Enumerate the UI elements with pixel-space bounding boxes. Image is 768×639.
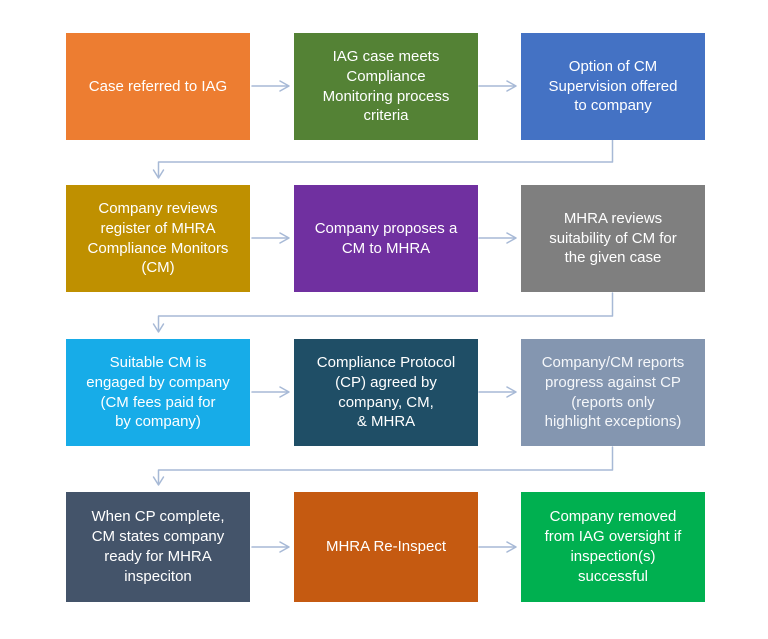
flow-node-company-removed-oversight: Company removed from IAG oversight if in… bbox=[521, 492, 705, 602]
flow-node-mhra-re-inspect: MHRA Re-Inspect bbox=[294, 492, 478, 602]
arrowhead-n10-n11 bbox=[279, 541, 290, 553]
arrowhead-n2-n3 bbox=[506, 80, 517, 92]
connector-n6-n7 bbox=[157, 292, 614, 332]
arrowhead-n1-n2 bbox=[279, 80, 290, 92]
arrowhead-n6-n7 bbox=[152, 323, 165, 333]
arrowhead-n3-n4 bbox=[152, 169, 165, 179]
arrowhead-n4-n5 bbox=[279, 232, 290, 244]
connector-n3-n4 bbox=[157, 139, 614, 178]
flow-node-mhra-reviews-suitability: MHRA reviews suitability of CM for the g… bbox=[521, 185, 705, 292]
arrowhead-n5-n6 bbox=[506, 232, 517, 244]
flow-node-iag-case-meets-criteria: IAG case meets Compliance Monitoring pro… bbox=[294, 33, 478, 140]
flow-node-case-referred-to-iag: Case referred to IAG bbox=[66, 33, 250, 140]
flow-node-company-reviews-register: Company reviews register of MHRA Complia… bbox=[66, 185, 250, 292]
flow-node-company-cm-reports: Company/CM reports progress against CP (… bbox=[521, 339, 705, 446]
flow-node-suitable-cm-engaged: Suitable CM is engaged by company (CM fe… bbox=[66, 339, 250, 446]
arrowhead-n11-n12 bbox=[506, 541, 517, 553]
flow-node-cm-supervision-offered: Option of CM Supervision offered to comp… bbox=[521, 33, 705, 140]
arrowhead-n7-n8 bbox=[279, 386, 290, 398]
flow-node-compliance-protocol-agreed: Compliance Protocol (CP) agreed by compa… bbox=[294, 339, 478, 446]
flow-node-company-proposes-cm: Company proposes a CM to MHRA bbox=[294, 185, 478, 292]
connector-group bbox=[152, 80, 614, 553]
flow-node-cp-complete-ready: When CP complete, CM states company read… bbox=[66, 492, 250, 602]
arrowhead-n8-n9 bbox=[506, 386, 517, 398]
connector-n9-n10 bbox=[157, 446, 614, 485]
arrowhead-n9-n10 bbox=[152, 476, 165, 486]
